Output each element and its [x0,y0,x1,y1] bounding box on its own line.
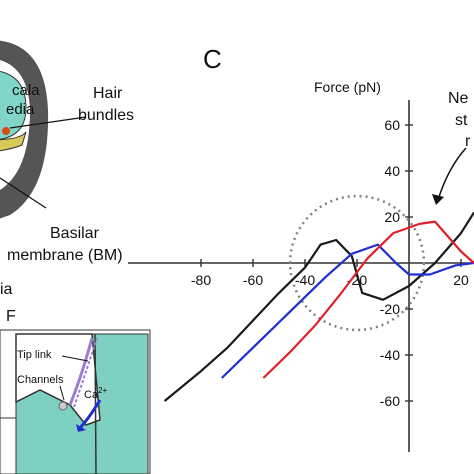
x-tick-label: -40 [295,272,315,288]
fragment-label: ia [0,281,13,298]
annotation-line2: st [455,112,468,129]
panel-c-letter: C [203,44,222,74]
tip-link-pointer [61,355,89,362]
black-curve [163,211,474,402]
y-tick-label: 20 [384,209,400,225]
y-axis-label: Force (pN) [314,79,381,95]
x-tick-label: -80 [191,272,211,288]
cochlea-illustration [0,40,87,219]
tip-link-strand [68,337,94,406]
panel-f-letter: F [6,308,16,325]
basilar-label-line1: Basilar [50,225,100,242]
cochlea-label-1: cala [12,82,40,99]
y-tick-label: -20 [380,301,400,317]
tip-link-label: Tip link [17,349,52,361]
hair-bundles-pointer [9,116,87,129]
negative-stiffness-region-circle [288,194,426,332]
red-curve [262,220,474,379]
inset-f-illustration [0,329,151,474]
y-tick-label: 40 [384,163,400,179]
x-tick-label: -60 [243,272,263,288]
x-tick-label: 20 [453,272,469,288]
hair-bundles-label-line1: Hair [93,85,123,102]
basilar-label-line2: membrane (BM) [7,247,123,264]
channels-label: Channels [17,374,64,386]
hair-cell-marker [2,127,10,135]
ca-label: Ca2+ [84,386,108,401]
channel-icon [58,401,68,411]
y-tick-label: -60 [380,393,400,409]
hair-bundles-label-line2: bundles [78,107,134,124]
force-displacement-plot: -80 -60 -40 -20 20 60 40 20 -20 -40 -60 [128,100,474,452]
y-tick-label: 60 [384,117,400,133]
basilar-pointer [0,177,47,209]
annotation-arrow [437,147,467,201]
cochlea-label-2: edia [6,101,35,118]
annotation-line1: Ne [448,90,469,107]
annotation-line3: r [465,133,471,150]
channels-pointer [59,385,65,401]
y-tick-label: -40 [380,347,400,363]
blue-curve [221,243,474,379]
x-tick-label: -20 [347,272,367,288]
